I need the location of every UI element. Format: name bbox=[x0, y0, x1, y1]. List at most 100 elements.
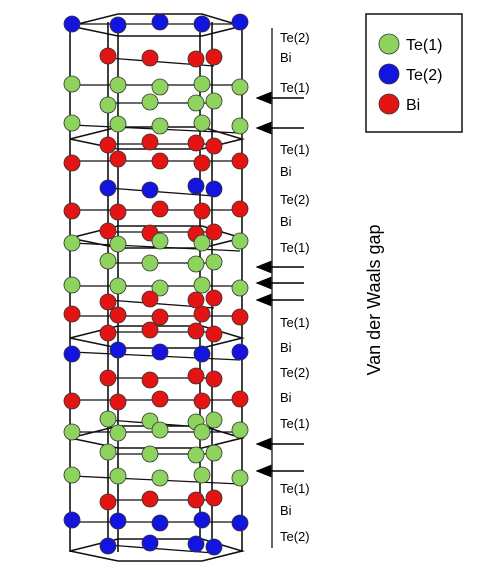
atom-te1 bbox=[99, 252, 117, 270]
atom-te1 bbox=[231, 469, 249, 487]
atom-te2 bbox=[151, 514, 169, 532]
atom-bi bbox=[109, 203, 127, 221]
atom-te1 bbox=[231, 279, 249, 297]
layer-label: Bi bbox=[280, 340, 292, 355]
layer-label: Te(1) bbox=[280, 481, 310, 496]
atom-te1 bbox=[151, 232, 169, 250]
atom-bi bbox=[193, 392, 211, 410]
atom-te1 bbox=[205, 92, 223, 110]
atom-te1 bbox=[193, 234, 211, 252]
atom-bi bbox=[205, 289, 223, 307]
atom-bi bbox=[187, 134, 205, 152]
atom-bi bbox=[205, 223, 223, 241]
atom-te1 bbox=[231, 78, 249, 96]
atom-bi bbox=[187, 322, 205, 340]
layer-label: Te(2) bbox=[280, 30, 310, 45]
atom-te2 bbox=[99, 179, 117, 197]
atom-te1 bbox=[187, 446, 205, 464]
atom-te1 bbox=[193, 75, 211, 93]
layer-label: Bi bbox=[280, 214, 292, 229]
atom-te1 bbox=[193, 466, 211, 484]
atom-bi bbox=[141, 490, 159, 508]
layer-label: Te(1) bbox=[280, 80, 310, 95]
atom-te1 bbox=[231, 232, 249, 250]
atom-bi bbox=[231, 308, 249, 326]
atom-te2 bbox=[231, 514, 249, 532]
layer-label: Bi bbox=[280, 390, 292, 405]
legend-swatch-bi bbox=[378, 93, 400, 115]
atom-te1 bbox=[193, 423, 211, 441]
atom-te1 bbox=[141, 254, 159, 272]
atom-te1 bbox=[151, 117, 169, 135]
atom-te1 bbox=[109, 467, 127, 485]
layer-label: Te(2) bbox=[280, 192, 310, 207]
atom-te1 bbox=[99, 410, 117, 428]
vdw-gap-arrows bbox=[255, 91, 304, 478]
legend-label-bi: Bi bbox=[406, 97, 420, 114]
atom-te2 bbox=[151, 13, 169, 31]
atom-bi bbox=[193, 202, 211, 220]
atom-te1 bbox=[141, 445, 159, 463]
atom-bi bbox=[99, 324, 117, 342]
atom-te1 bbox=[231, 117, 249, 135]
atom-bi bbox=[205, 370, 223, 388]
atom-te1 bbox=[205, 411, 223, 429]
legend-swatch-te1 bbox=[378, 33, 400, 55]
atom-bi bbox=[141, 133, 159, 151]
atom-bi bbox=[151, 152, 169, 170]
atom-te2 bbox=[63, 511, 81, 529]
atom-bi bbox=[99, 136, 117, 154]
atom-bi bbox=[141, 49, 159, 67]
atom-te2 bbox=[109, 341, 127, 359]
atom-bi bbox=[109, 150, 127, 168]
legend-label-te1: Te(1) bbox=[406, 37, 442, 54]
atom-te1 bbox=[151, 469, 169, 487]
atom-te1 bbox=[109, 115, 127, 133]
legend-label-te2: Te(2) bbox=[406, 67, 442, 84]
atom-bi bbox=[151, 390, 169, 408]
atom-bi bbox=[109, 306, 127, 324]
layer-label: Te(1) bbox=[280, 240, 310, 255]
atom-te1 bbox=[205, 253, 223, 271]
atom-te2 bbox=[151, 343, 169, 361]
atom-te1 bbox=[109, 235, 127, 253]
atom-bi bbox=[231, 152, 249, 170]
atom-te1 bbox=[193, 276, 211, 294]
atom-bi bbox=[187, 491, 205, 509]
atom-te2 bbox=[109, 512, 127, 530]
atom-bi bbox=[231, 200, 249, 218]
atom-te2 bbox=[63, 345, 81, 363]
atom-bi bbox=[187, 367, 205, 385]
atom-bi bbox=[63, 305, 81, 323]
atom-te1 bbox=[151, 78, 169, 96]
atom-bi bbox=[151, 308, 169, 326]
layer-label: Bi bbox=[280, 50, 292, 65]
atom-bi bbox=[141, 321, 159, 339]
vdw-gap-label: Van der Waals gap bbox=[364, 224, 384, 375]
bond-line bbox=[107, 187, 215, 197]
atom-te2 bbox=[231, 343, 249, 361]
atom-te2 bbox=[193, 345, 211, 363]
atom-bi bbox=[99, 222, 117, 240]
atom-te2 bbox=[141, 181, 159, 199]
atom-bi bbox=[63, 392, 81, 410]
atom-te1 bbox=[109, 424, 127, 442]
atom-bi bbox=[205, 489, 223, 507]
atom-te1 bbox=[187, 94, 205, 112]
atom-bi bbox=[187, 50, 205, 68]
layer-label: Te(2) bbox=[280, 529, 310, 544]
legend-swatch-te2 bbox=[378, 63, 400, 85]
atom-te1 bbox=[63, 234, 81, 252]
atom-bi bbox=[99, 293, 117, 311]
atom-te2 bbox=[205, 538, 223, 556]
layer-label: Te(1) bbox=[280, 315, 310, 330]
atom-bi bbox=[205, 325, 223, 343]
atom-te2 bbox=[63, 15, 81, 33]
atom-bi bbox=[187, 291, 205, 309]
atom-bi bbox=[99, 493, 117, 511]
atom-te1 bbox=[109, 277, 127, 295]
atom-te2 bbox=[99, 537, 117, 555]
atom-te2 bbox=[109, 16, 127, 34]
